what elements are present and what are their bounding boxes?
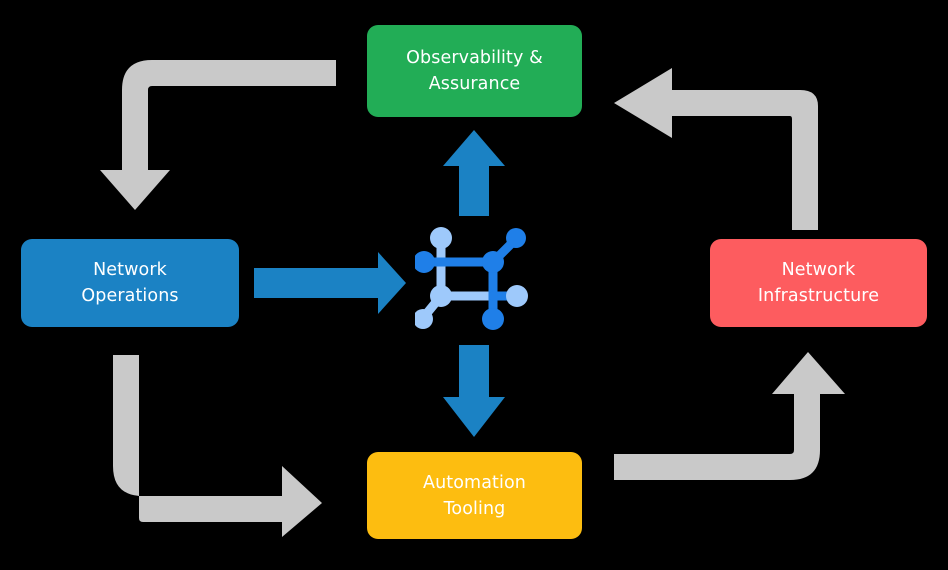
- arrow-center-to-automation: [443, 345, 505, 437]
- node-automation-tooling[interactable]: Automation Tooling: [367, 452, 582, 539]
- node-label-network-infrastructure: Network Infrastructure: [757, 260, 880, 306]
- arrow-operations-to-automation: [113, 355, 322, 537]
- network-topology-icon: [415, 227, 528, 330]
- node-network-infrastructure[interactable]: Network Infrastructure: [710, 239, 927, 327]
- node-observability-assurance[interactable]: Observability & Assurance: [367, 25, 582, 117]
- network-icon-nodes: [415, 227, 528, 330]
- arrow-observability-to-operations: [100, 60, 336, 210]
- network-icon-light-edges: [418, 235, 498, 323]
- node-label-automation-tooling: Automation Tooling: [423, 472, 526, 519]
- arrow-center-to-observability: [443, 130, 505, 216]
- node-label-observability: Observability & Assurance: [406, 48, 543, 94]
- arrow-automation-to-infrastructure: [614, 352, 845, 480]
- arrow-operations-to-center: [254, 252, 406, 314]
- node-label-network-operations: Network Operations: [81, 260, 179, 306]
- arrow-infrastructure-to-observability: [614, 68, 818, 230]
- node-network-operations[interactable]: Network Operations: [21, 239, 239, 327]
